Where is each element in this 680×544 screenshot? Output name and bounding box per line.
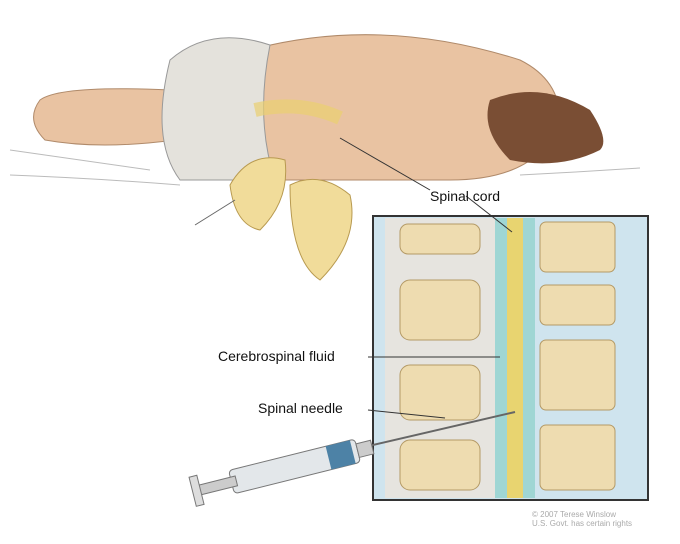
bed-sheet (9, 149, 641, 186)
label-spinal-cord: Spinal cord (430, 188, 501, 204)
spinal-needle (359, 411, 516, 449)
spine-inset (372, 215, 649, 501)
right-glove (289, 178, 353, 281)
syringe (188, 439, 375, 507)
spine-sketch (253, 99, 343, 125)
copyright-credit: © 2007 Terese Winslow U.S. Govt. has cer… (532, 510, 632, 528)
shorts (161, 37, 276, 181)
hair (487, 92, 604, 164)
label-spinal-needle: Spinal needle (258, 400, 343, 416)
credit-line-2: U.S. Govt. has certain rights (532, 519, 633, 528)
left-glove (229, 157, 287, 231)
credit-line-1: © 2007 Terese Winslow (532, 510, 617, 519)
legs (33, 88, 176, 146)
label-cerebrospinal-fluid: Cerebrospinal fluid (218, 348, 335, 364)
leader-lines (339, 137, 513, 419)
